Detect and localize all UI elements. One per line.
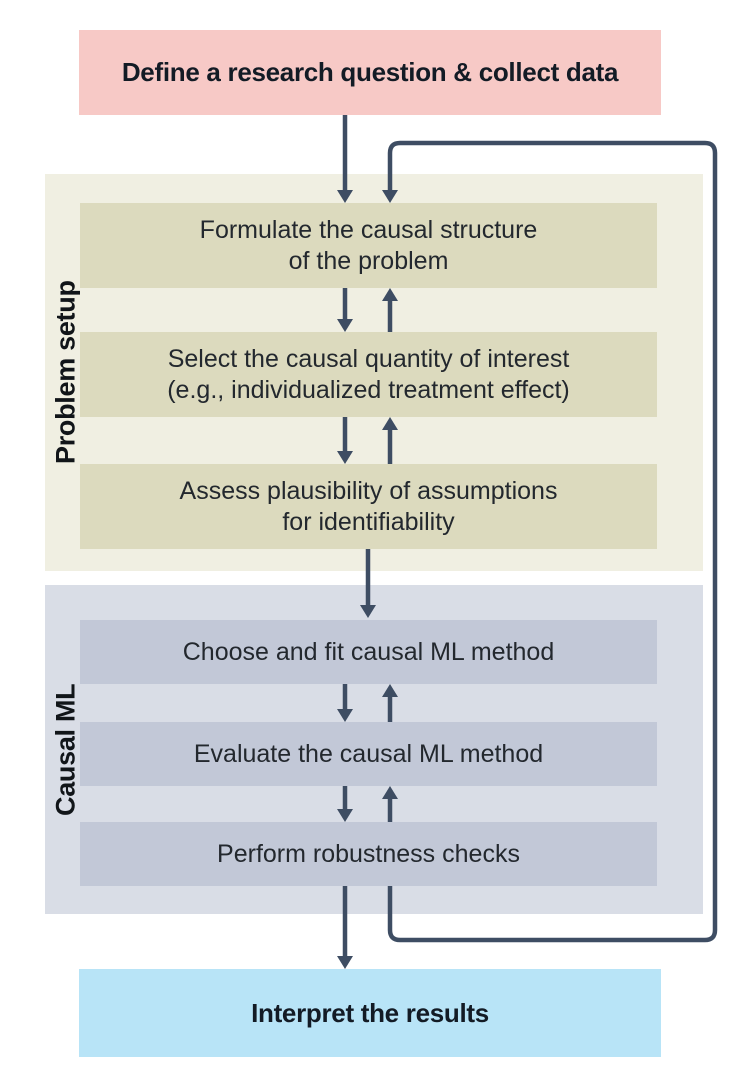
step-line: Choose and fit causal ML method bbox=[182, 637, 555, 666]
step-line: Assess plausibility of assumptions bbox=[179, 476, 558, 505]
step-robustness-checks: Perform robustness checks bbox=[80, 822, 657, 886]
step-line: (e.g., individualized treatment effect) bbox=[167, 375, 570, 404]
step-evaluate-method: Evaluate the causal ML method bbox=[80, 722, 657, 786]
section-problem-setup: Problem setup Formulate the causal struc… bbox=[45, 174, 703, 571]
start-box: Define a research question & collect dat… bbox=[79, 30, 661, 115]
step-line: Evaluate the causal ML method bbox=[193, 739, 544, 768]
result-box: Interpret the results bbox=[79, 969, 661, 1057]
step-line: Select the causal quantity of interest bbox=[167, 344, 570, 373]
result-box-label: Interpret the results bbox=[251, 997, 489, 1028]
step-line: of the problem bbox=[288, 246, 449, 275]
step-assess-assumptions: Assess plausibility of assumptions for i… bbox=[80, 464, 657, 549]
section-causal-ml-label: Causal ML bbox=[50, 683, 81, 816]
step-choose-fit-method: Choose and fit causal ML method bbox=[80, 620, 657, 684]
section-causal-ml: Causal ML Choose and fit causal ML metho… bbox=[45, 585, 703, 914]
section-problem-setup-label: Problem setup bbox=[50, 280, 81, 465]
start-box-label: Define a research question & collect dat… bbox=[121, 57, 619, 87]
step-formulate-causal-structure: Formulate the causal structure of the pr… bbox=[80, 203, 657, 288]
step-line: for identifiability bbox=[282, 507, 455, 536]
step-line: Perform robustness checks bbox=[217, 839, 520, 868]
step-select-causal-quantity: Select the causal quantity of interest (… bbox=[80, 332, 657, 417]
step-line: Formulate the causal structure bbox=[199, 215, 538, 244]
